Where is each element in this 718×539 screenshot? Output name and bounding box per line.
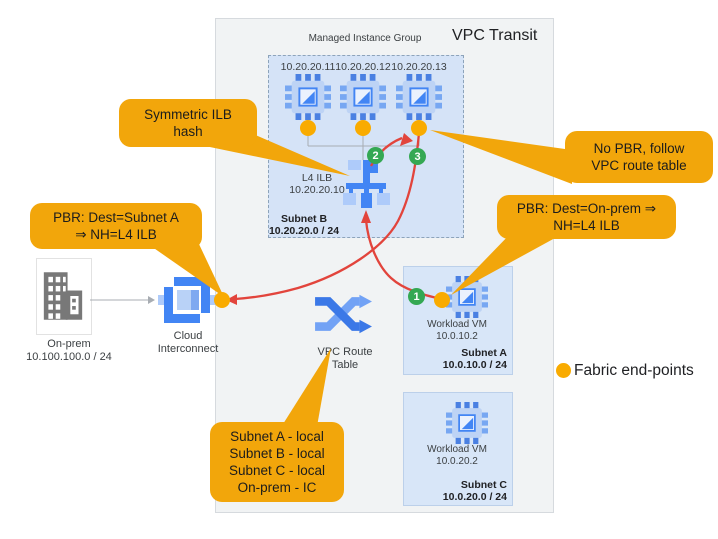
ilb-ip: 10.20.20.10 (289, 184, 345, 197)
no-pbr-callout-line1: No PBR, follow (593, 141, 685, 156)
symmetric-callout-line2: hash (173, 124, 203, 139)
vm-chip-icon (285, 74, 331, 120)
route-table-label: VPC Route Table (309, 346, 381, 371)
vm-chip-icon (446, 276, 488, 318)
fabric-endpoint-legend-dot (556, 363, 571, 378)
subnet-c-cidr: 10.0.20.0 / 24 (442, 491, 507, 504)
step-marker-1: 1 (408, 288, 425, 305)
route-table-label-line1: VPC Route (317, 346, 373, 358)
vm-chip-icon (446, 402, 488, 444)
onprem-cidr: 10.100.100.0 / 24 (26, 350, 112, 363)
workload-c-name: Workload VM (427, 444, 487, 455)
workload-a-ip: 10.0.10.2 (436, 330, 478, 342)
subnet-b-label: Subnet B 10.20.20.0 / 24 (262, 213, 346, 237)
onprem-label: On-prem 10.100.100.0 / 24 (19, 338, 119, 363)
subnet-a-cidr: 10.0.10.0 / 24 (442, 359, 507, 372)
no-pbr-callout: No PBR, follow VPC route table (565, 131, 713, 183)
routes-line: On-prem - IC (237, 480, 317, 495)
subnet-a-label: Subnet A 10.0.10.0 / 24 (403, 347, 507, 371)
pbr-onprem-line2: NH=L4 ILB (553, 218, 620, 233)
interconnect-label: Cloud Interconnect (152, 330, 224, 355)
workload-a-label: Workload VM 10.0.10.2 (403, 319, 511, 343)
routes-line: Subnet C - local (228, 463, 326, 478)
route-table-icon (315, 294, 372, 334)
vm-ip-label: 10.20.20.13 (391, 61, 447, 73)
symmetric-callout: Symmetric ILB hash (119, 99, 257, 147)
interconnect-label-line1: Cloud (173, 330, 203, 342)
pbr-onprem-line1: PBR: Dest=On-prem ⇒ (516, 201, 657, 216)
vm-ip-label: 10.20.20.11 (280, 61, 336, 73)
route-table-label-line2: Table (331, 358, 359, 371)
subnet-c-name: Subnet C (460, 479, 507, 491)
pbr-onprem-callout: PBR: Dest=On-prem ⇒ NH=L4 ILB (497, 195, 676, 239)
step-marker-3: 3 (409, 148, 426, 165)
workload-c-ip: 10.0.20.2 (436, 455, 478, 467)
subnet-b-cidr: 10.20.20.0 / 24 (268, 225, 340, 238)
workload-a-name: Workload VM (427, 319, 487, 330)
ilb-name: L4 ILB (301, 172, 333, 184)
subnet-a-name: Subnet A (461, 347, 507, 359)
routes-line: Subnet A - local (230, 429, 324, 444)
pbr-subnet-a-callout: PBR: Dest=Subnet A ⇒ NH=L4 ILB (30, 203, 202, 249)
subnet-c-box (403, 392, 513, 506)
routes-callout: Subnet A - local Subnet B - local Subnet… (210, 422, 344, 502)
workload-c-label: Workload VM 10.0.20.2 (403, 444, 511, 468)
onprem-link-arrowhead (148, 296, 155, 304)
symmetric-callout-line1: Symmetric ILB (144, 107, 232, 122)
legend-label: Fabric end-points (574, 362, 694, 379)
mig-label: Managed Instance Group (308, 33, 422, 44)
subnet-b-name: Subnet B (280, 213, 328, 225)
vm-ip-label: 10.20.20.12 (335, 61, 391, 73)
interconnect-label-line2: Interconnect (157, 342, 219, 355)
vm-chip-icon (396, 74, 442, 120)
onprem-name: On-prem (47, 338, 91, 350)
subnet-c-label: Subnet C 10.0.20.0 / 24 (403, 479, 507, 503)
building-icon (43, 272, 83, 320)
vpc-title: VPC Transit (452, 27, 538, 44)
no-pbr-callout-line2: VPC route table (591, 158, 687, 173)
vm-chip-icon (340, 74, 386, 120)
cloud-interconnect-icon (158, 277, 216, 323)
ilb-label: L4 ILB 10.20.20.10 (285, 172, 349, 197)
pbr-subnet-a-line1: PBR: Dest=Subnet A (53, 210, 179, 225)
step-marker-2: 2 (367, 147, 384, 164)
pbr-subnet-a-line2: ⇒ NH=L4 ILB (75, 227, 157, 242)
routes-line: Subnet B - local (229, 446, 325, 461)
